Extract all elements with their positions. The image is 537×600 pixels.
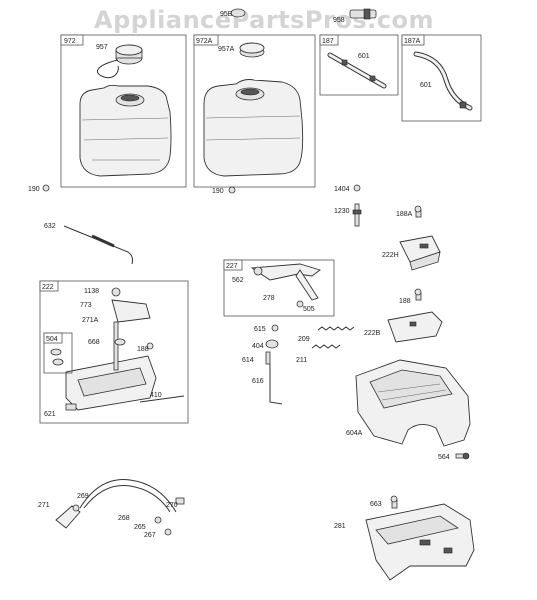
callout-614: 614 [242,357,254,364]
callout-281: 281 [334,523,346,530]
fitting-958[interactable] [349,8,377,20]
callout-222B: 222B [364,330,381,337]
callout-209: 209 [298,336,310,343]
screw-190-b[interactable] [228,186,236,194]
box-972A-label: 972A [196,38,213,45]
callout-1404: 1404 [334,186,350,193]
clip-621[interactable] [65,403,77,411]
callout-278: 278 [263,295,275,302]
callout-958: 958 [333,17,345,24]
washer-668[interactable] [114,338,126,346]
clip-270[interactable] [175,497,185,505]
callout-270: 270 [166,502,178,509]
callout-410: 410 [150,392,162,399]
pin-614[interactable] [265,351,271,365]
watermark-text: AppliancePartsPros.com [94,6,434,34]
screw-190-a[interactable] [42,184,50,192]
callout-663: 663 [370,501,382,508]
screw-188A[interactable] [414,205,422,218]
box-972-label: 972 [64,38,76,45]
callout-271A: 271A [82,317,99,324]
fuel-tank-972A[interactable] [203,79,304,177]
box-222: 222 1138 773 271A 668 188 504 621 [39,280,189,424]
cap-part-95B[interactable] [230,8,246,18]
callout-267: 267 [144,532,156,539]
callout-265: 265 [134,524,146,531]
callout-604A: 604A [346,430,363,437]
fuel-tank-972[interactable] [79,84,172,177]
bracket-222H[interactable] [399,235,441,271]
cable-632[interactable] [63,225,133,265]
bracket-222B[interactable] [387,311,443,343]
blower-housing-604A[interactable] [355,359,471,447]
callout-601-b: 601 [420,82,432,89]
box-972A: 972A 957A [193,34,316,188]
box-187A: 187A 601 [401,34,482,122]
callout-615: 615 [254,326,266,333]
callout-188-a: 188 [137,346,149,353]
box-222-label: 222 [42,284,54,291]
box-227: 227 562 278 505 [223,259,335,317]
rod-616[interactable] [269,364,283,405]
fuel-line-187A[interactable] [413,51,473,111]
callout-668: 668 [88,339,100,346]
callout-621: 621 [44,411,56,418]
box-972: 972 957 [60,34,187,188]
lever-227[interactable] [250,263,321,308]
callout-188A: 188A [396,211,413,218]
callout-1230: 1230 [334,208,350,215]
box-504-label: 504 [46,336,58,343]
fuel-cap-957[interactable] [97,44,143,79]
nut-1404[interactable] [353,184,361,192]
callout-632: 632 [44,223,56,230]
box-187A-label: 187A [404,38,421,45]
callout-404: 404 [252,343,264,350]
screw-188-a[interactable] [146,342,154,350]
callout-601-a: 601 [358,53,370,60]
callout-222H: 222H [382,252,399,259]
fuel-cap-957A[interactable] [239,42,265,58]
callout-269: 269 [77,493,89,500]
control-plate-222[interactable] [65,287,157,411]
callout-505: 505 [303,306,315,313]
callout-773: 773 [80,302,92,309]
screw-663[interactable] [390,495,398,509]
link-410[interactable] [139,395,185,403]
box-187: 187 601 [319,34,399,96]
screw-564[interactable] [455,452,470,460]
bracket-281[interactable] [365,503,475,581]
box-227-label: 227 [226,263,238,270]
callout-957: 957 [96,44,108,51]
box-187-label: 187 [322,38,334,45]
lever-271[interactable] [55,504,81,529]
bushing-404[interactable] [265,339,279,349]
washer-265[interactable] [154,516,162,524]
callout-190-b: 190 [212,188,224,195]
callout-95B: 95B [220,11,233,18]
spring-209[interactable] [317,326,355,331]
screw-188-b[interactable] [414,288,422,301]
callout-1138: 1138 [84,288,99,295]
callout-957A: 957A [218,46,235,53]
callout-616: 616 [252,378,264,385]
stud-1230[interactable] [352,203,362,227]
part-504[interactable] [50,348,64,366]
callout-188-b: 188 [399,298,411,305]
callout-564: 564 [438,454,450,461]
throttle-cable-268[interactable] [79,479,177,513]
washer-615[interactable] [271,324,279,332]
callout-190-a: 190 [28,186,40,193]
callout-562: 562 [232,277,244,284]
callout-211: 211 [296,357,307,364]
fuel-line-187[interactable] [327,52,387,89]
callout-271: 271 [38,502,50,509]
screw-267[interactable] [164,528,172,536]
spring-211[interactable] [311,344,341,349]
callout-268: 268 [118,515,130,522]
